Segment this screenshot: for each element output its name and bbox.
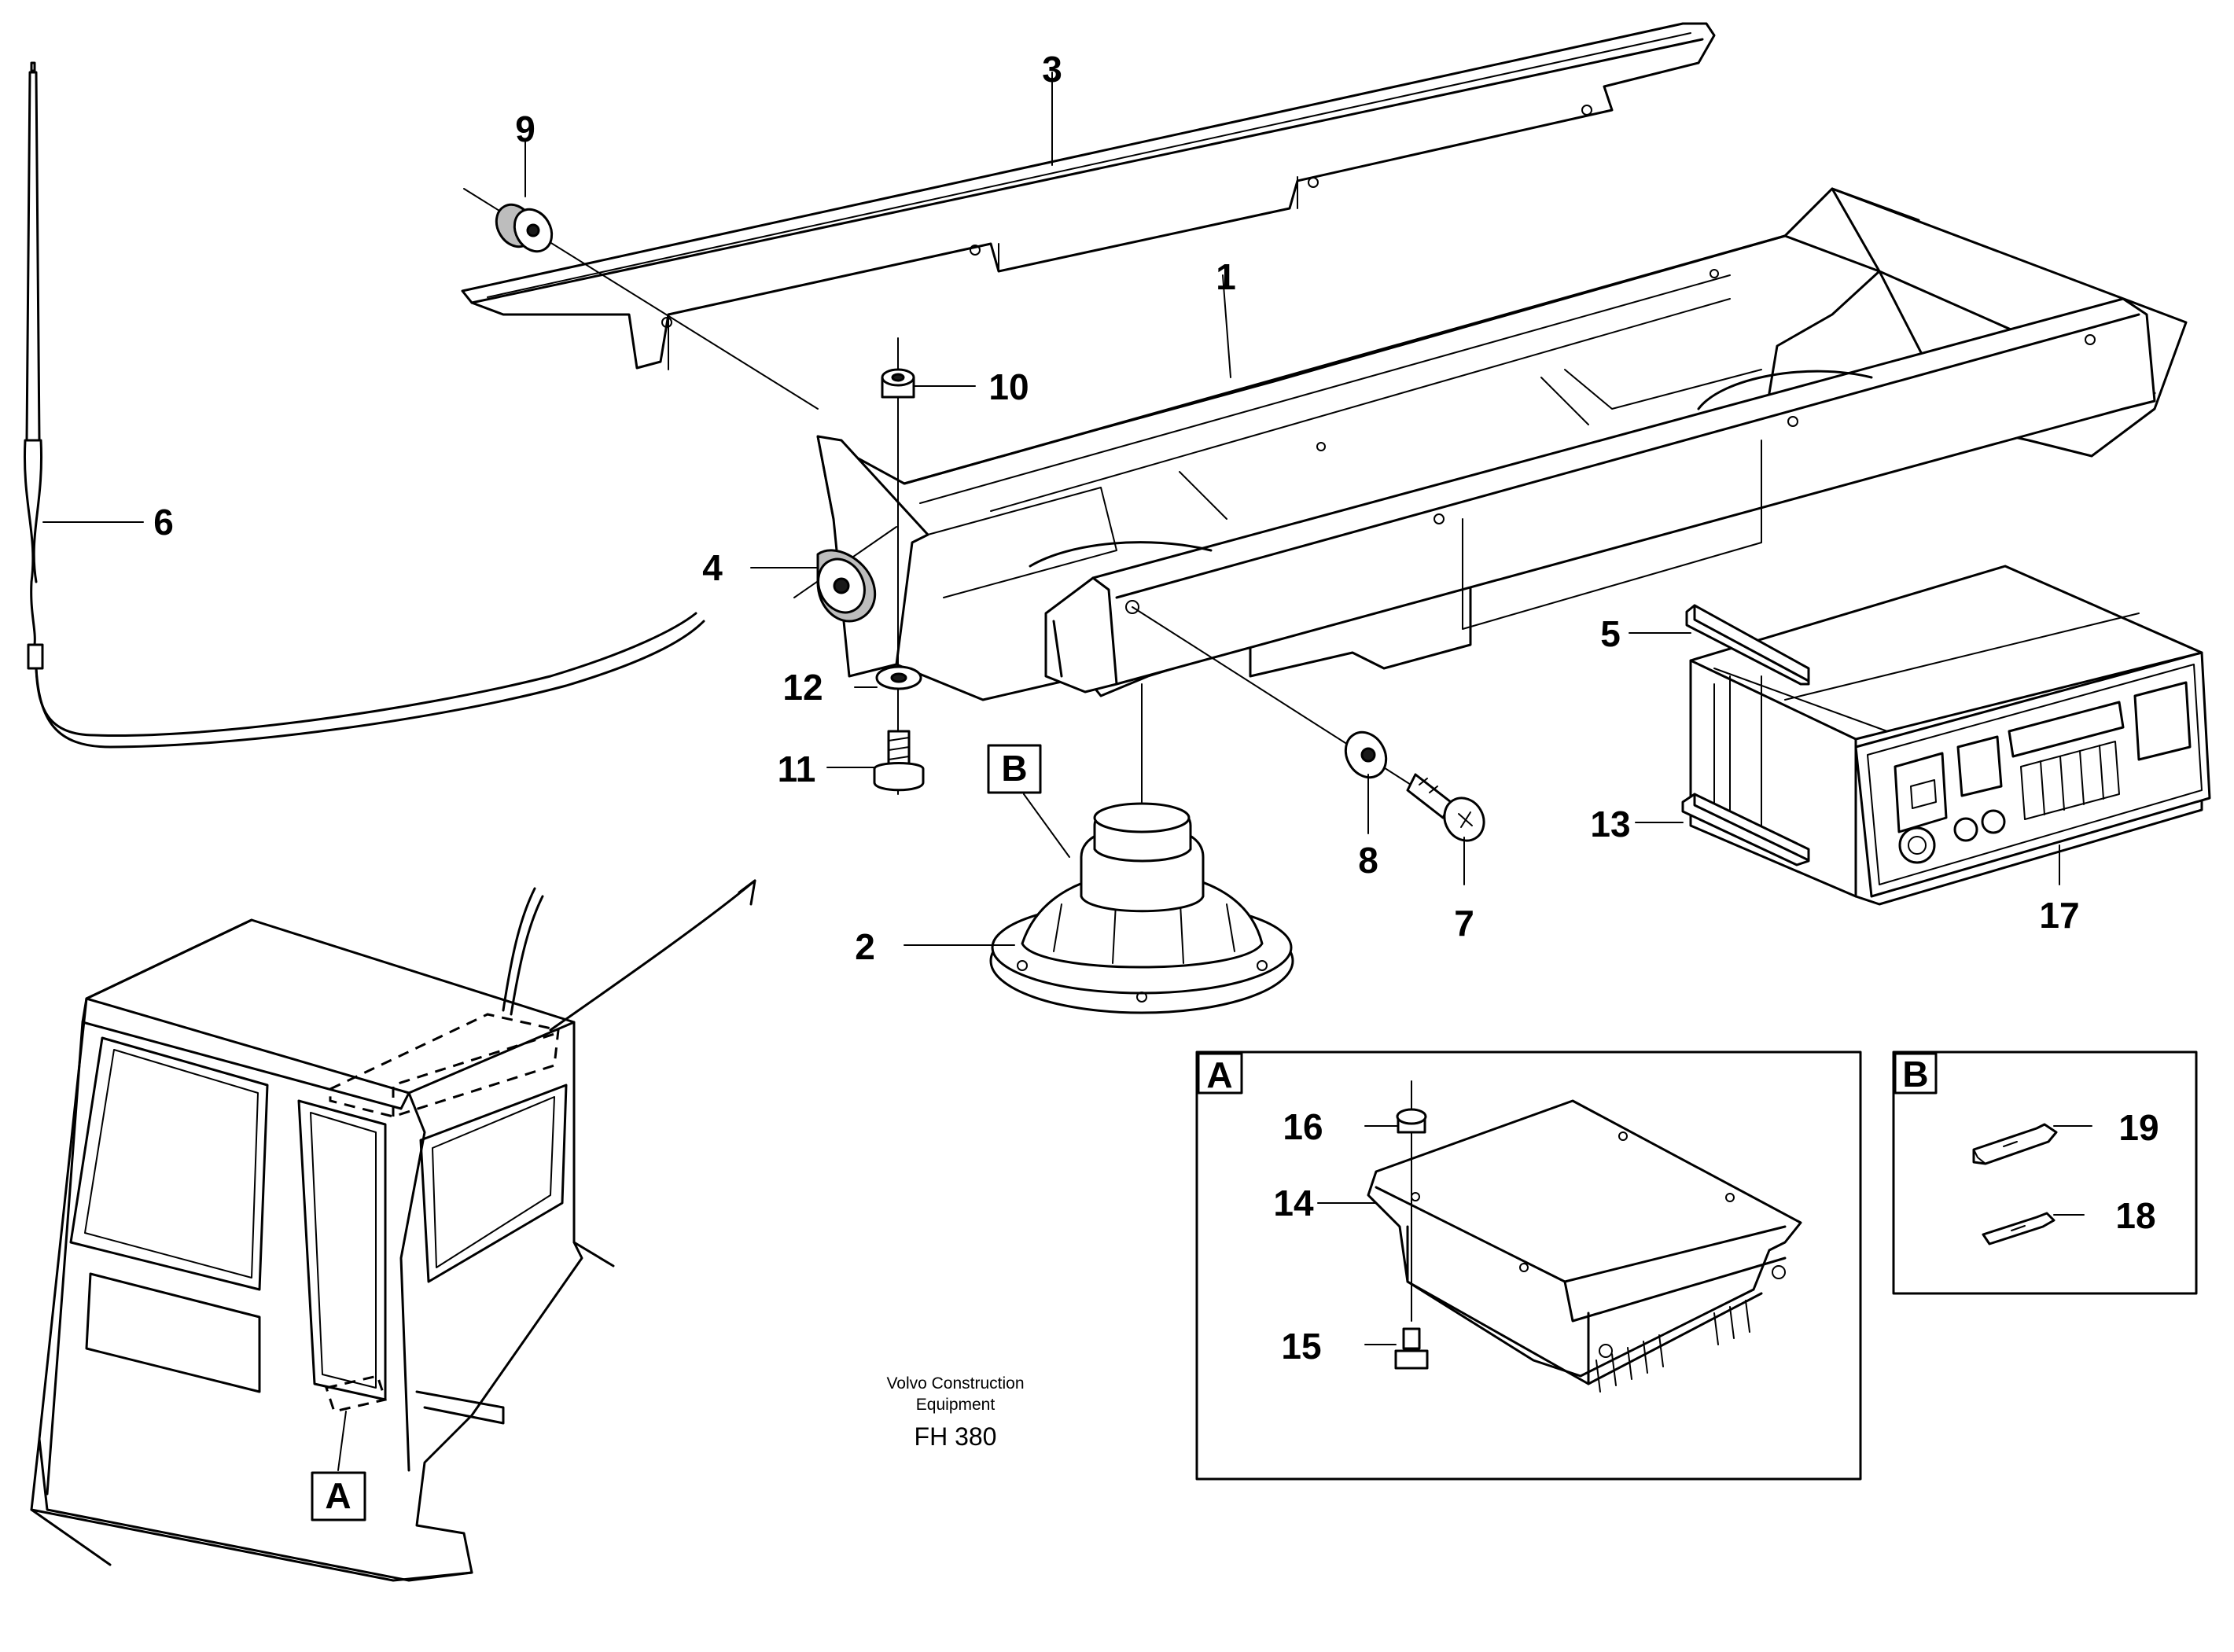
callout-2: 2 <box>855 926 875 967</box>
cab <box>30 879 756 1582</box>
part-13-spacer <box>1681 793 1810 866</box>
callout-a-cab-label: A <box>325 1475 351 1516</box>
callout-16: 16 <box>1283 1106 1323 1147</box>
callout-box-b-main: B <box>987 744 1042 794</box>
part-4-grommet <box>793 526 897 623</box>
part-12-washer <box>875 665 922 690</box>
callout-b-main-label: B <box>1001 748 1027 789</box>
callout-4: 4 <box>702 547 723 588</box>
detail-b-box <box>1892 1050 2198 1295</box>
callout-19: 19 <box>2118 1107 2159 1148</box>
callout-5: 5 <box>1600 613 1621 654</box>
callout-6: 6 <box>153 502 174 543</box>
radio-unit <box>1689 565 2211 906</box>
callout-12: 12 <box>782 667 823 708</box>
callout-10: 10 <box>988 366 1029 407</box>
callout-17: 17 <box>2039 895 2079 936</box>
caption-line2: Equipment <box>916 1396 996 1414</box>
callout-9: 9 <box>515 109 535 149</box>
part-10-nut <box>881 337 915 795</box>
part-5-spacer <box>1685 604 1810 686</box>
caption-line1: Volvo Construction <box>886 1374 1024 1393</box>
antenna <box>23 61 705 749</box>
leader-lines <box>42 72 2092 1471</box>
caption-code: FH 380 <box>915 1422 997 1451</box>
callout-15: 15 <box>1281 1326 1321 1367</box>
callout-3: 3 <box>1042 49 1062 90</box>
callout-7: 7 <box>1454 903 1474 944</box>
part-11-bolt <box>873 730 925 792</box>
detail-b-label: B <box>1902 1054 1928 1095</box>
callout-8: 8 <box>1358 840 1378 881</box>
part-8-washer <box>1132 606 1463 819</box>
detail-a-label: A <box>1206 1054 1232 1095</box>
callout-1: 1 <box>1216 256 1236 297</box>
main-console <box>816 187 2188 701</box>
part-7-screw <box>1406 773 1485 842</box>
top-bracket <box>461 22 1716 370</box>
part-9-grommet <box>463 188 819 410</box>
callout-13: 13 <box>1590 804 1630 844</box>
callout-box-a-cab: A <box>311 1471 366 1521</box>
callout-11: 11 <box>778 749 816 789</box>
callout-14: 14 <box>1273 1183 1314 1223</box>
speaker <box>989 683 1294 1014</box>
detail-a-box <box>1195 1050 1862 1481</box>
callout-18: 18 <box>2115 1195 2155 1236</box>
